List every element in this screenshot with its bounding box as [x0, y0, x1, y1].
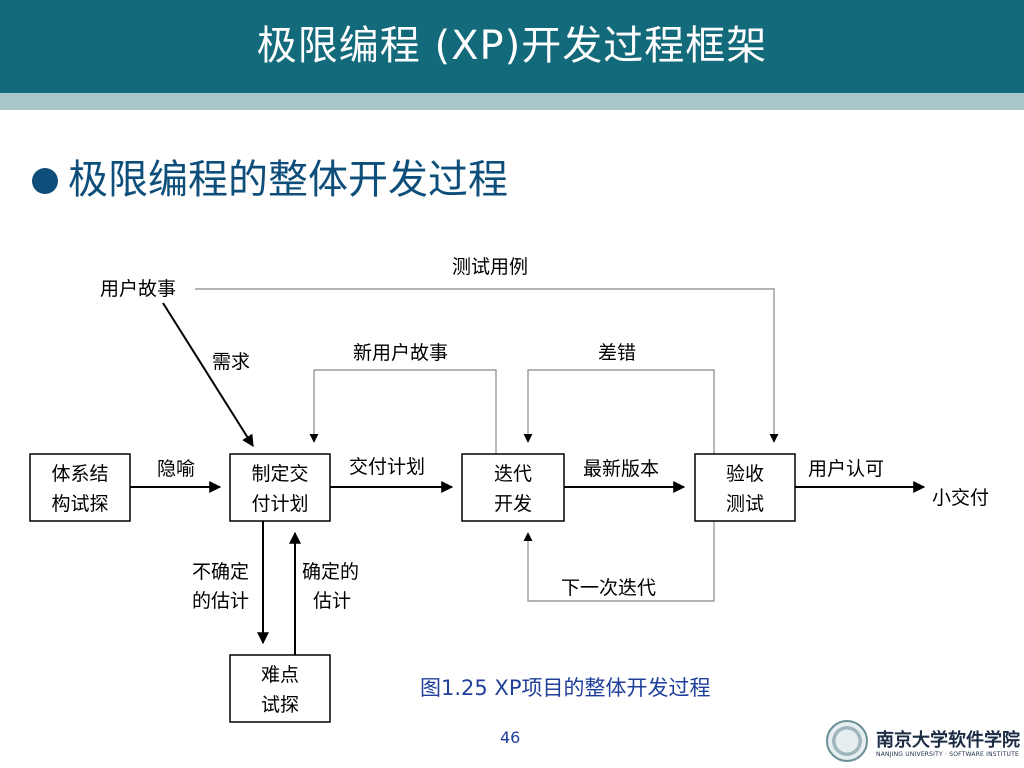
- architecture-spike-box: [29, 453, 131, 522]
- uncertain-estimates-label-1: 不确定: [192, 561, 249, 583]
- logo-subtext: NANJING UNIVERSITY · SOFTWARE INSTITUTE: [876, 751, 1019, 758]
- page-number: 46: [500, 728, 521, 747]
- title-underline-strip: [0, 93, 1024, 110]
- iteration-label-2: 开发: [494, 493, 532, 515]
- small-release-label: 小交付: [932, 487, 989, 509]
- university-seal-icon: [826, 720, 868, 762]
- customer-approval-label: 用户认可: [808, 458, 884, 480]
- bugs-connector: [523, 369, 715, 454]
- metaphor-label: 隐喻: [157, 458, 195, 480]
- title-bar: [0, 0, 1024, 93]
- release-planning-box: [229, 453, 331, 522]
- slide-title: 极限编程 (XP)开发过程框架: [256, 23, 768, 69]
- release-plan-label: 交付计划: [349, 456, 425, 478]
- new-user-stories-label: 新用户故事: [353, 342, 448, 364]
- next-iteration-label: 下一次迭代: [561, 577, 656, 599]
- test-cases-connector: [195, 288, 779, 443]
- test-cases-label: 测试用例: [452, 256, 528, 278]
- next-iteration-connector: [523, 521, 715, 602]
- release-planning-label-2: 付计划: [251, 493, 308, 515]
- spike-box: [229, 654, 331, 723]
- iteration-box: [461, 453, 565, 522]
- release-planning-label-1: 制定交: [251, 463, 308, 485]
- uncertain-estimates-label-2: 的估计: [192, 590, 249, 612]
- bugs-label: 差错: [598, 342, 636, 364]
- acceptance-tests-box: [694, 453, 796, 522]
- latest-version-label: 最新版本: [583, 458, 659, 480]
- spike-label-1: 难点: [261, 664, 299, 686]
- bullet-heading: 极限编程的整体开发过程: [68, 157, 508, 203]
- logo-text: 南京大学软件学院: [876, 730, 1020, 751]
- confident-estimates-label-2: 估计: [313, 590, 351, 612]
- architecture-spike-label-2: 构试探: [51, 493, 108, 515]
- bullet-icon: [32, 168, 58, 194]
- iteration-label-1: 迭代: [494, 463, 532, 485]
- figure-caption: 图1.25 XP项目的整体开发过程: [420, 676, 711, 700]
- architecture-spike-label-1: 体系结: [51, 463, 108, 485]
- user-stories-label: 用户故事: [100, 278, 176, 300]
- new-user-stories-connector: [309, 369, 497, 454]
- acceptance-tests-label-1: 验收: [726, 463, 764, 485]
- requirements-arrow: [162, 302, 254, 448]
- requirements-label: 需求: [212, 351, 250, 373]
- spike-label-2: 试探: [261, 694, 299, 716]
- confident-estimates-label-1: 确定的: [302, 561, 359, 583]
- acceptance-tests-label-2: 测试: [726, 493, 764, 515]
